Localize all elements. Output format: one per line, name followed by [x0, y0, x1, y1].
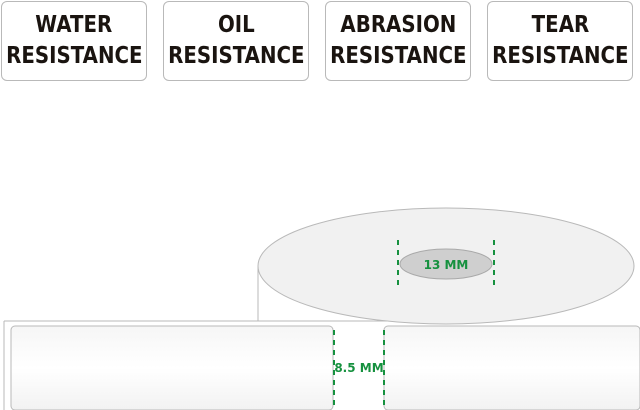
badge-line1: WATER: [35, 12, 113, 38]
feature-badges: WATER RESISTANCE OIL RESISTANCE ABRASION…: [0, 0, 640, 90]
badge-line2: RESISTANCE: [491, 43, 629, 69]
badge-water-resistance: WATER RESISTANCE: [1, 1, 147, 81]
core-dimension-label: 13 MM: [424, 258, 469, 272]
badge-line2: RESISTANCE: [329, 43, 467, 69]
badge-line1: ABRASION: [340, 12, 456, 38]
label-2: [383, 325, 640, 410]
badge-line2: RESISTANCE: [5, 43, 143, 69]
badge-line2: RESISTANCE: [167, 43, 305, 69]
badge-abrasion-resistance: ABRASION RESISTANCE: [325, 1, 471, 81]
badge-line1: OIL: [217, 12, 255, 38]
label-1: [10, 325, 334, 410]
badge-tear-resistance: TEAR RESISTANCE: [487, 1, 633, 81]
roll-core-hole: [399, 248, 493, 280]
badge-oil-resistance: OIL RESISTANCE: [163, 1, 309, 81]
badge-line1: TEAR: [531, 12, 589, 38]
gap-dimension-label: 8.5 MM: [334, 361, 383, 375]
